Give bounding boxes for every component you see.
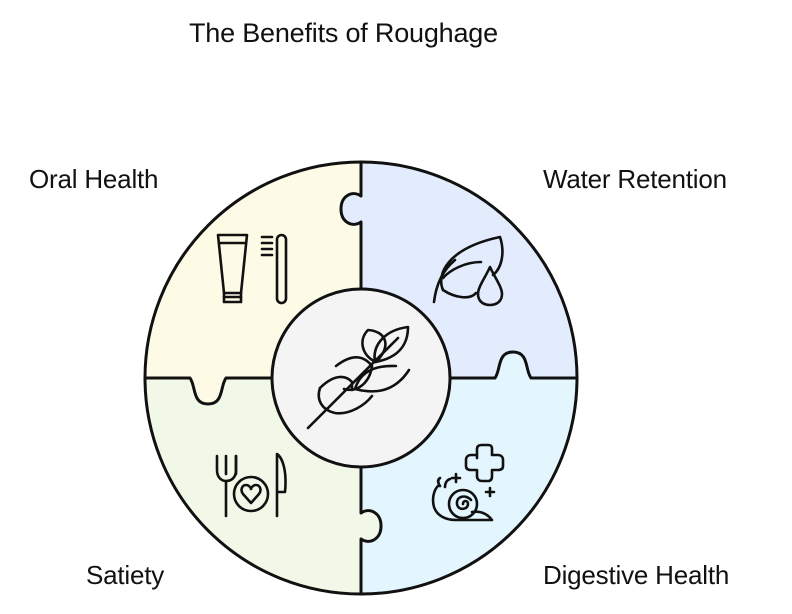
segment-satiety — [145, 378, 381, 594]
label-water-retention: Water Retention — [543, 164, 727, 194]
divider-bottom — [359, 465, 383, 596]
divider-top — [339, 160, 363, 291]
leaf-water-drop-icon — [432, 235, 504, 307]
segment-water-retention — [341, 162, 577, 378]
segment-digestive-health — [361, 352, 577, 594]
fork-plate-knife-icon — [215, 452, 287, 518]
diagram-title: The Benefits of Roughage — [189, 18, 498, 48]
snail-health-icon — [431, 443, 505, 522]
wheat-icon — [306, 325, 411, 430]
label-satiety: Satiety — [86, 560, 165, 590]
divider-right — [448, 350, 579, 380]
label-digestive-health: Digestive Health — [543, 560, 730, 590]
toothpaste-toothbrush-icon — [216, 233, 288, 305]
segment-oral-health — [145, 162, 361, 404]
divider-left — [143, 376, 274, 406]
label-oral-health: Oral Health — [29, 164, 159, 194]
